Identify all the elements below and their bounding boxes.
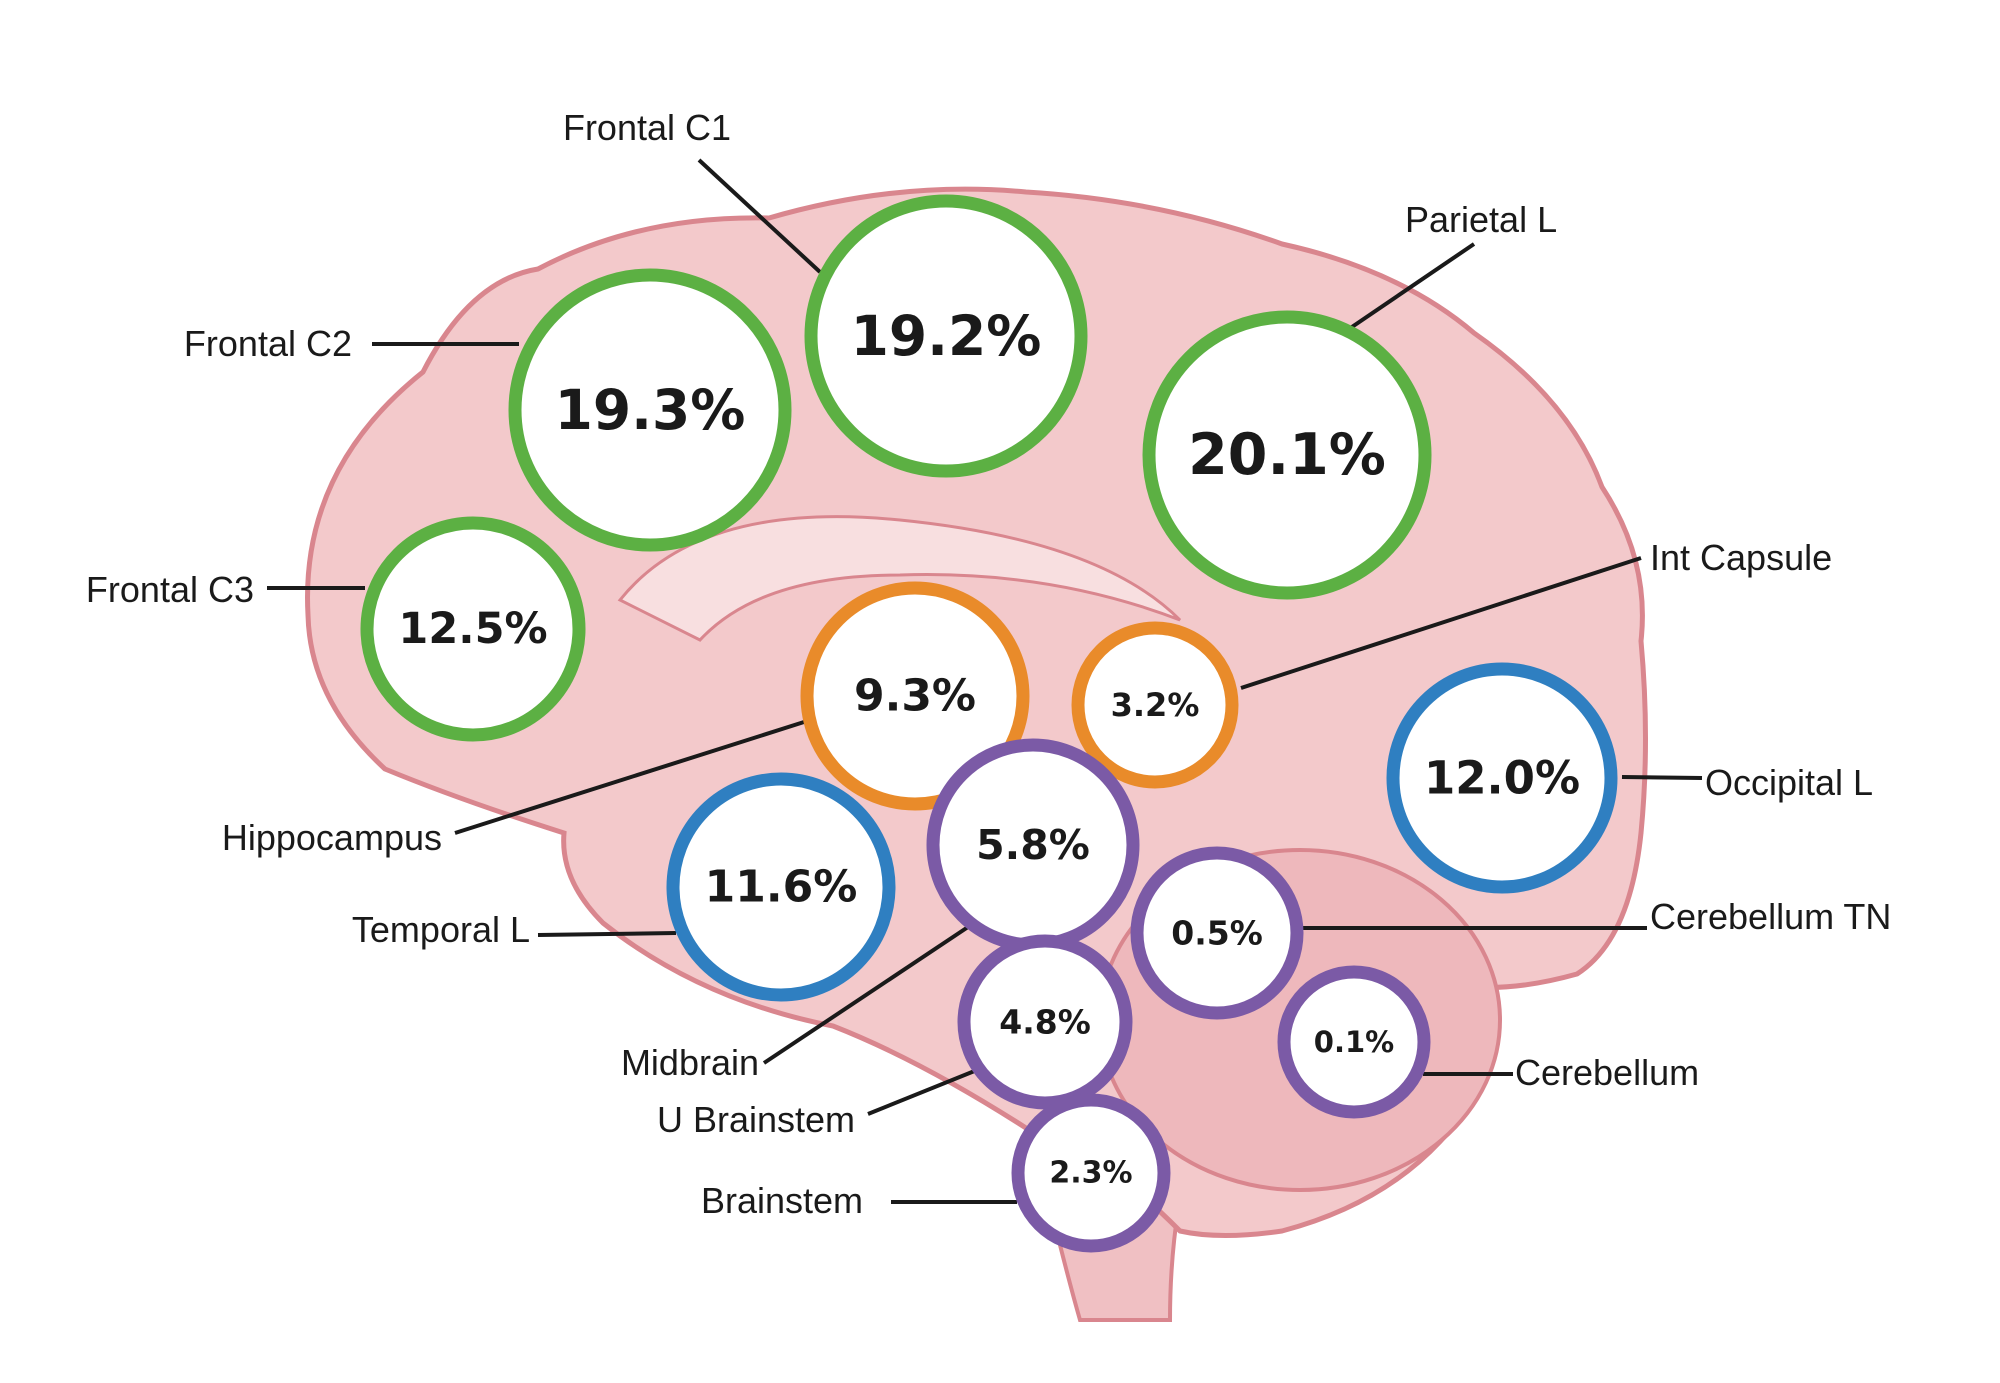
region-label-midbrain: Midbrain	[621, 1042, 759, 1083]
region-circle	[957, 934, 1133, 1110]
region-label-u-brainstem: U Brainstem	[657, 1099, 855, 1140]
region-circle	[666, 772, 896, 1002]
region-label-frontal-c1: Frontal C1	[563, 107, 731, 148]
region-label-brainstem: Brainstem	[701, 1180, 863, 1221]
region-circle	[1071, 621, 1239, 789]
region-value: 2.3%	[1049, 1156, 1132, 1191]
region-marker-cerebellum-tn: 0.5%	[1130, 846, 1304, 1020]
region-label-occipital-l: Occipital L	[1705, 762, 1873, 803]
region-value: 12.5%	[398, 604, 547, 654]
region-marker-frontal-c2: 19.3%	[508, 268, 792, 552]
region-marker-hippocampus: 9.3%	[800, 581, 1030, 811]
region-circle	[1130, 846, 1304, 1020]
region-value: 20.1%	[1188, 422, 1386, 488]
region-marker-brainstem: 2.3%	[1011, 1093, 1171, 1253]
region-value: 4.8%	[999, 1003, 1091, 1042]
region-marker-cerebellum: 0.1%	[1277, 965, 1431, 1119]
region-value: 19.3%	[555, 378, 746, 442]
region-label-hippocampus: Hippocampus	[222, 817, 442, 858]
region-value: 5.8%	[976, 821, 1090, 869]
region-label-temporal-l: Temporal L	[352, 909, 530, 950]
leader-line-parietal-l	[1344, 242, 1476, 333]
leader-line-frontal-c1	[697, 158, 822, 274]
leader-line-occipital-l	[1621, 775, 1703, 780]
region-label-cerebellum-tn: Cerebellum TN	[1650, 896, 1891, 937]
leader-line-hippocampus	[454, 720, 805, 835]
region-label-frontal-c3: Frontal C3	[86, 569, 254, 610]
region-marker-occipital-l: 12.0%	[1386, 662, 1618, 894]
region-label-parietal-l: Parietal L	[1405, 199, 1557, 240]
region-label-int-capsule: Int Capsule	[1650, 537, 1832, 578]
region-circle	[1011, 1093, 1171, 1253]
leader-line-temporal-l	[537, 931, 677, 937]
region-marker-u-brainstem: 4.8%	[957, 934, 1133, 1110]
region-circle	[508, 268, 792, 552]
region-circle	[360, 516, 586, 742]
region-circle	[1142, 310, 1432, 600]
region-value: 0.1%	[1314, 1025, 1394, 1059]
region-value: 3.2%	[1111, 686, 1200, 724]
region-circle	[1386, 662, 1618, 894]
region-circle	[1277, 965, 1431, 1119]
region-value: 9.3%	[854, 671, 976, 722]
leader-line-u-brainstem	[867, 1068, 978, 1116]
region-circle	[804, 194, 1088, 478]
region-marker-int-capsule: 3.2%	[1071, 621, 1239, 789]
corpus-callosum-shape	[617, 515, 1182, 642]
region-marker-temporal-l: 11.6%	[666, 772, 896, 1002]
region-labels: Frontal C1 Frontal C2 Parietal L Frontal C3…	[86, 107, 1892, 1221]
region-value: 0.5%	[1171, 914, 1263, 953]
region-circle	[800, 581, 1030, 811]
region-label-frontal-c2: Frontal C2	[184, 323, 352, 364]
leader-line-int-capsule	[1240, 556, 1642, 690]
leader-lines	[267, 158, 1703, 1204]
region-marker-frontal-c3: 12.5%	[360, 516, 586, 742]
region-markers: 19.2% 19.3% 20.1% 12.5% 9.3% 3.2% 12.0% 11.6% 5.…	[360, 194, 1618, 1253]
region-marker-midbrain: 5.8%	[926, 738, 1140, 952]
region-value: 11.6%	[705, 862, 858, 913]
region-value: 19.2%	[851, 304, 1042, 368]
leader-line-midbrain	[762, 921, 976, 1065]
region-value: 12.0%	[1424, 752, 1580, 805]
region-marker-frontal-c1: 19.2%	[804, 194, 1088, 478]
region-marker-parietal-l: 20.1%	[1142, 310, 1432, 600]
region-label-cerebellum: Cerebellum	[1515, 1052, 1699, 1093]
